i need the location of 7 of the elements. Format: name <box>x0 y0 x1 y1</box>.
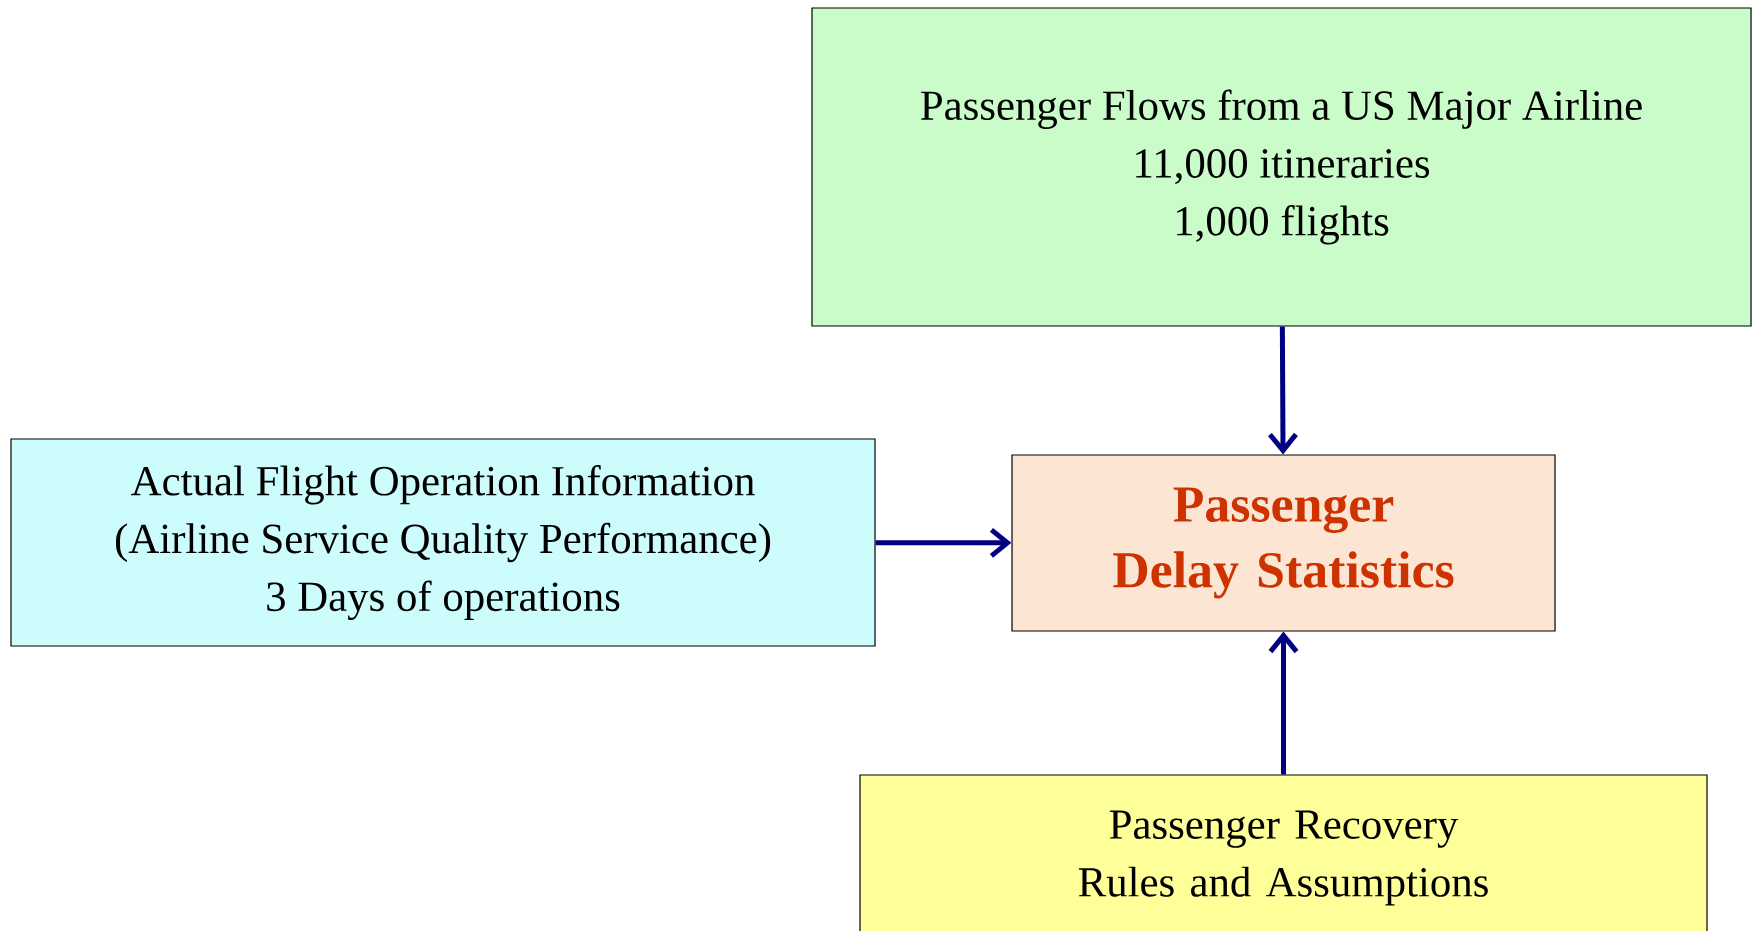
input-box: Passenger Recovery Rules and Assumptions <box>859 774 1708 931</box>
input-box: Actual Flight Operation Information (Airline Service Quality Performance) 3 Days of operations <box>10 438 876 647</box>
arrow <box>1268 631 1299 775</box>
arrow <box>1268 326 1298 455</box>
result-box: Passenger Delay Statistics <box>1011 454 1556 632</box>
arrow <box>875 527 1012 558</box>
input-box: Passenger Flows from a US Major Airline 11,000 itineraries 1,000 flights <box>811 7 1752 327</box>
